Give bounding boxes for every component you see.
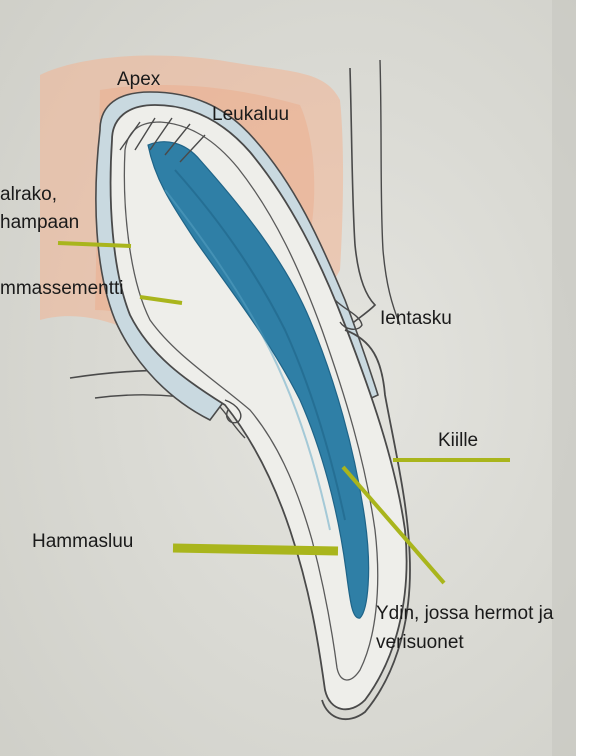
label-gum-pocket: Ientasku xyxy=(380,307,452,330)
label-pulp-line2: verisuonet xyxy=(376,631,464,654)
label-ligament-line2: hampaan xyxy=(0,211,79,234)
label-dentin: Hammasluu xyxy=(32,530,133,553)
label-pulp-line1: Ydin, jossa hermot ja xyxy=(376,602,553,625)
label-ligament-line1: alrako, xyxy=(0,183,57,206)
label-cementum: mmassementti xyxy=(0,277,124,300)
leader-dentin xyxy=(173,548,338,551)
label-jaw-bone: Leukaluu xyxy=(212,103,289,126)
label-enamel: Kiille xyxy=(438,429,478,452)
label-apex: Apex xyxy=(117,68,160,91)
paper-edge-shadow xyxy=(552,0,576,756)
